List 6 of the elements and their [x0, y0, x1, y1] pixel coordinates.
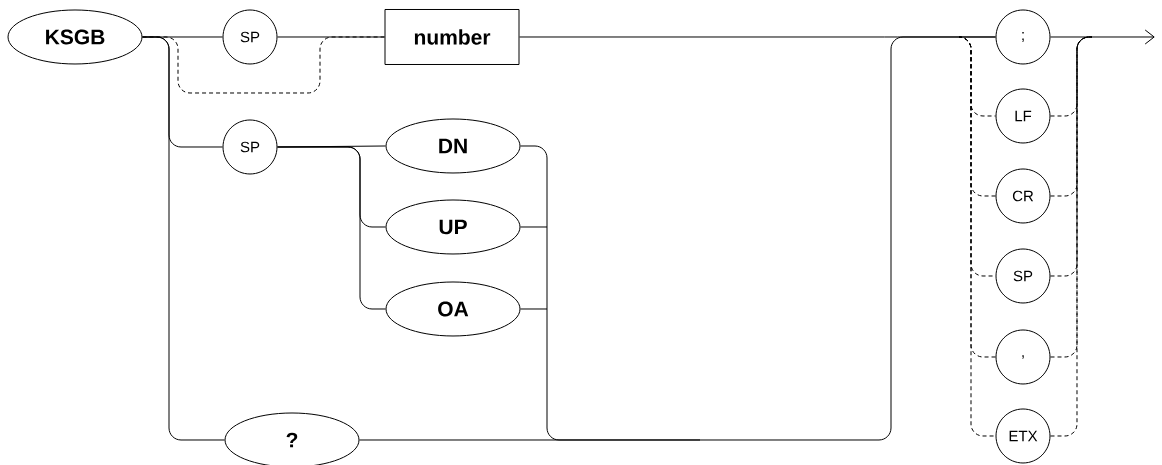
railroad-line [277, 146, 386, 310]
arrow [1050, 29, 1155, 45]
parameter-box: number [384, 9, 520, 65]
railroad-line [277, 36, 385, 38]
railroad-line [142, 36, 225, 441]
railroad-line [359, 36, 996, 441]
